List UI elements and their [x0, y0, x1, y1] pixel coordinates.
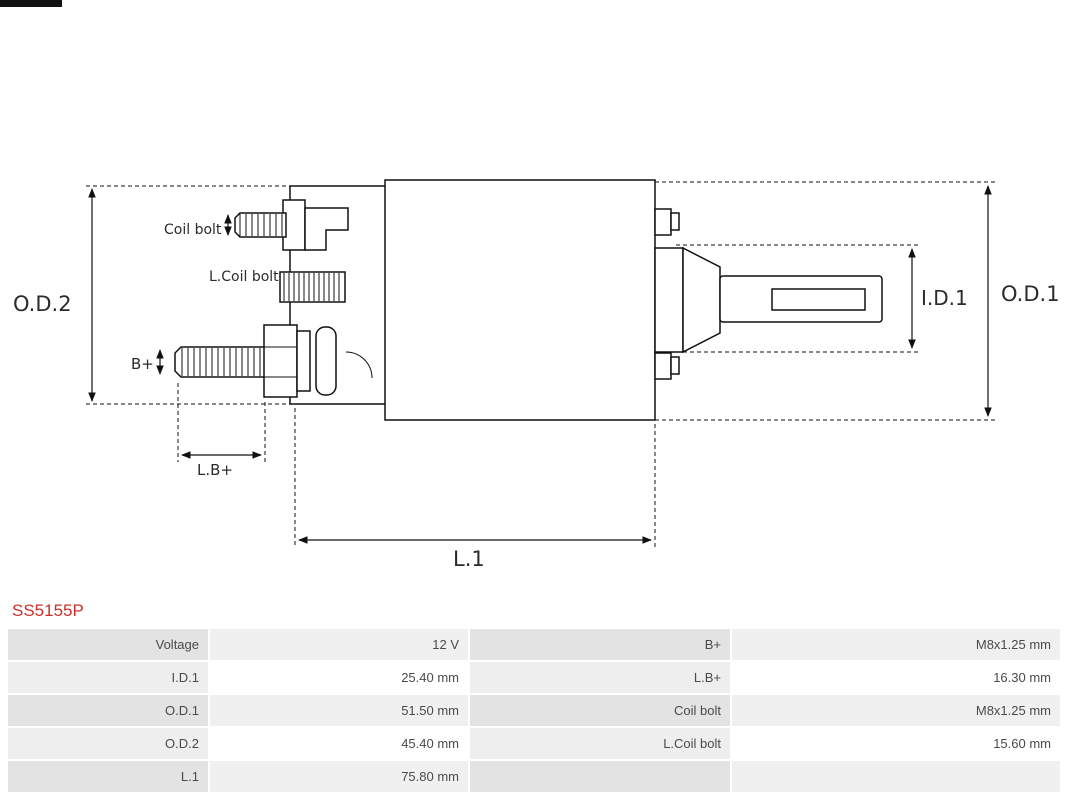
terminal-stud-bottom: [654, 352, 672, 380]
l1-label: L.1: [453, 547, 485, 571]
spec-label-cell: Coil bolt: [470, 695, 730, 726]
terminal-stud-top: [654, 208, 672, 236]
spec-label-cell: O.D.2: [8, 728, 208, 759]
spec-label-cell: [470, 761, 730, 792]
spec-label-cell: O.D.1: [8, 695, 208, 726]
id1-label: I.D.1: [921, 286, 968, 310]
spec-label-cell: I.D.1: [8, 662, 208, 693]
bracket-step: [304, 207, 349, 251]
b-plus-hex-nut: [263, 324, 298, 398]
spec-table: Voltage 12 V B+ M8x1.25 mm I.D.1 25.40 m…: [8, 629, 1060, 792]
spec-value-cell: 15.60 mm: [732, 728, 1060, 759]
dimension-lines: [86, 181, 996, 548]
part-number: SS5155P: [12, 601, 84, 620]
b-plus-threads: [181, 348, 261, 376]
spec-label-cell: L.1: [8, 761, 208, 792]
plunger-slot: [771, 288, 866, 311]
coil-bolt-threads: [239, 214, 283, 236]
solenoid-drawing: [174, 179, 883, 421]
b-plus-washer: [296, 330, 311, 392]
b-plus-insulator: [315, 326, 337, 396]
spec-label-cell: Voltage: [8, 629, 208, 660]
spec-value-cell: 12 V: [210, 629, 468, 660]
od1-label: O.D.1: [1001, 282, 1060, 306]
lb-plus-label: L.B+: [197, 461, 233, 479]
coil-bushing: [279, 271, 346, 303]
plunger-cone: [682, 246, 721, 354]
spec-value-cell: 16.30 mm: [732, 662, 1060, 693]
od2-label: O.D.2: [13, 292, 72, 316]
spec-value-cell: 51.50 mm: [210, 695, 468, 726]
plunger-collar: [654, 247, 684, 353]
bracket-arc-detail: [345, 351, 373, 379]
coil-bolt-label: Coil bolt: [164, 222, 222, 238]
l-coil-bolt-label: L.Coil bolt: [209, 269, 279, 285]
logo-fragment: [0, 0, 62, 7]
spec-value-cell: [732, 761, 1060, 792]
terminal-stud-bottom-cap: [670, 356, 680, 375]
terminal-stud-top-cap: [670, 212, 680, 231]
coil-bolt: [234, 212, 287, 238]
b-plus-label: B+: [131, 355, 154, 373]
hex-facets: [264, 346, 297, 378]
spec-label-cell: B+: [470, 629, 730, 660]
spec-label-cell: L.B+: [470, 662, 730, 693]
spec-value-cell: 75.80 mm: [210, 761, 468, 792]
spec-value-cell: 45.40 mm: [210, 728, 468, 759]
coil-bushing-threads: [283, 273, 340, 301]
spec-value-cell: M8x1.25 mm: [732, 629, 1060, 660]
solenoid-body: [384, 179, 656, 421]
spec-value-cell: 25.40 mm: [210, 662, 468, 693]
spec-value-cell: M8x1.25 mm: [732, 695, 1060, 726]
spec-label-cell: L.Coil bolt: [470, 728, 730, 759]
product-diagram: O.D.2 O.D.1 I.D.1 L.1 L.B+ B+ Coil bolt …: [13, 179, 1060, 571]
